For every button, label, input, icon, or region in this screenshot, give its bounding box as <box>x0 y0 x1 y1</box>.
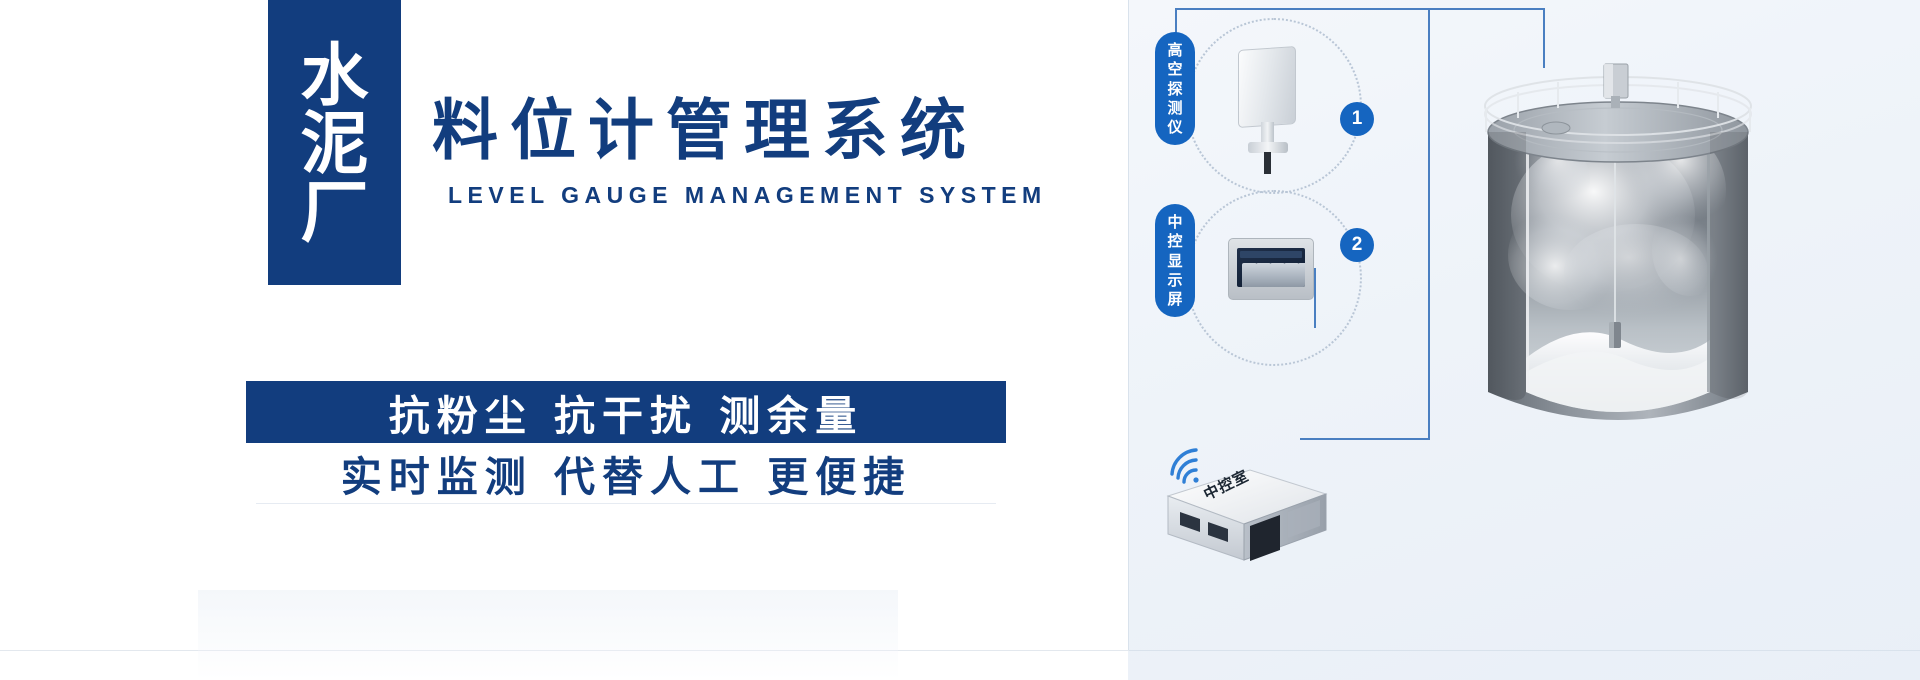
hmi-tank-1 <box>1242 263 1257 287</box>
hmi-tank-5 <box>1298 263 1305 287</box>
callout-1-char-3: 探 <box>1167 79 1183 98</box>
hmi-tank-3 <box>1270 263 1285 287</box>
callout-2-label: 中 控 显 示 屏 <box>1155 204 1195 318</box>
hmi-topbar <box>1240 251 1302 258</box>
page-subtitle: LEVEL GAUGE MANAGEMENT SYSTEM <box>448 182 1047 209</box>
callout-2-badge[interactable]: 2 <box>1340 228 1374 262</box>
wire-sensor-drop <box>1543 8 1545 68</box>
feature-bar-secondary: 实时监测 代替人工 更便捷 <box>256 443 996 503</box>
brand-char-3: 厂 <box>300 173 369 253</box>
brand-char-2: 泥 <box>300 105 369 185</box>
panel-baseline <box>1128 650 1920 651</box>
callout-1[interactable]: 高 空 探 测 仪 <box>1155 32 1195 146</box>
callout-1-char-2: 空 <box>1167 60 1183 79</box>
callout-1-char-5: 仪 <box>1167 118 1183 137</box>
hmi-tank-4 <box>1284 263 1299 287</box>
hmi-screen <box>1237 248 1305 287</box>
feature-bar-primary: 抗粉尘 抗干扰 测余量 <box>246 381 1006 443</box>
decorative-fade-block <box>198 590 898 680</box>
callout-2-char-1: 中 <box>1167 213 1183 231</box>
page-title: 料位计管理系统 <box>432 92 978 169</box>
callout-1-label: 高 空 探 测 仪 <box>1155 32 1195 146</box>
callout-2-char-5: 屏 <box>1167 290 1183 309</box>
callout-1-char-1: 高 <box>1167 41 1183 59</box>
hmi-tank-2 <box>1256 263 1271 287</box>
wire-right-riser <box>1428 8 1430 440</box>
sensor-neck <box>1261 122 1274 148</box>
wifi-icon <box>1170 448 1199 484</box>
callout-2-char-3: 显 <box>1167 251 1183 270</box>
brand-vertical-banner: 水 泥 厂 <box>268 0 401 285</box>
hmi-display-icon <box>1228 238 1314 300</box>
callout-1-char-4: 测 <box>1167 98 1183 117</box>
feature-bars: 抗粉尘 抗干扰 测余量 实时监测 代替人工 更便捷 <box>246 381 1006 503</box>
sensor-probe <box>1264 152 1271 174</box>
callout-2-char-4: 示 <box>1167 270 1183 289</box>
brand-char-1: 水 <box>300 36 369 116</box>
callout-1-badge[interactable]: 1 <box>1340 102 1374 136</box>
wire-bottom-horizontal <box>1300 438 1430 440</box>
control-room-group: 中控室 <box>1150 428 1340 568</box>
cement-silo-icon <box>1484 63 1752 420</box>
callout-2-char-2: 控 <box>1167 232 1183 251</box>
wire-hmi-drop <box>1314 268 1316 328</box>
headline-block: 料位计管理系统 LEVEL GAUGE MANAGEMENT SYSTEM <box>432 95 1112 209</box>
control-room-icon <box>1166 448 1328 561</box>
callout-2[interactable]: 中 控 显 示 屏 <box>1155 204 1195 318</box>
system-diagram: 高 空 探 测 仪 1 中 控 显 示 屏 <box>1128 0 1920 680</box>
panel-divider <box>1128 0 1129 650</box>
sensor-flange <box>1248 142 1288 153</box>
wire-top-horizontal <box>1175 8 1545 10</box>
high-altitude-sensor-icon <box>1238 45 1296 129</box>
